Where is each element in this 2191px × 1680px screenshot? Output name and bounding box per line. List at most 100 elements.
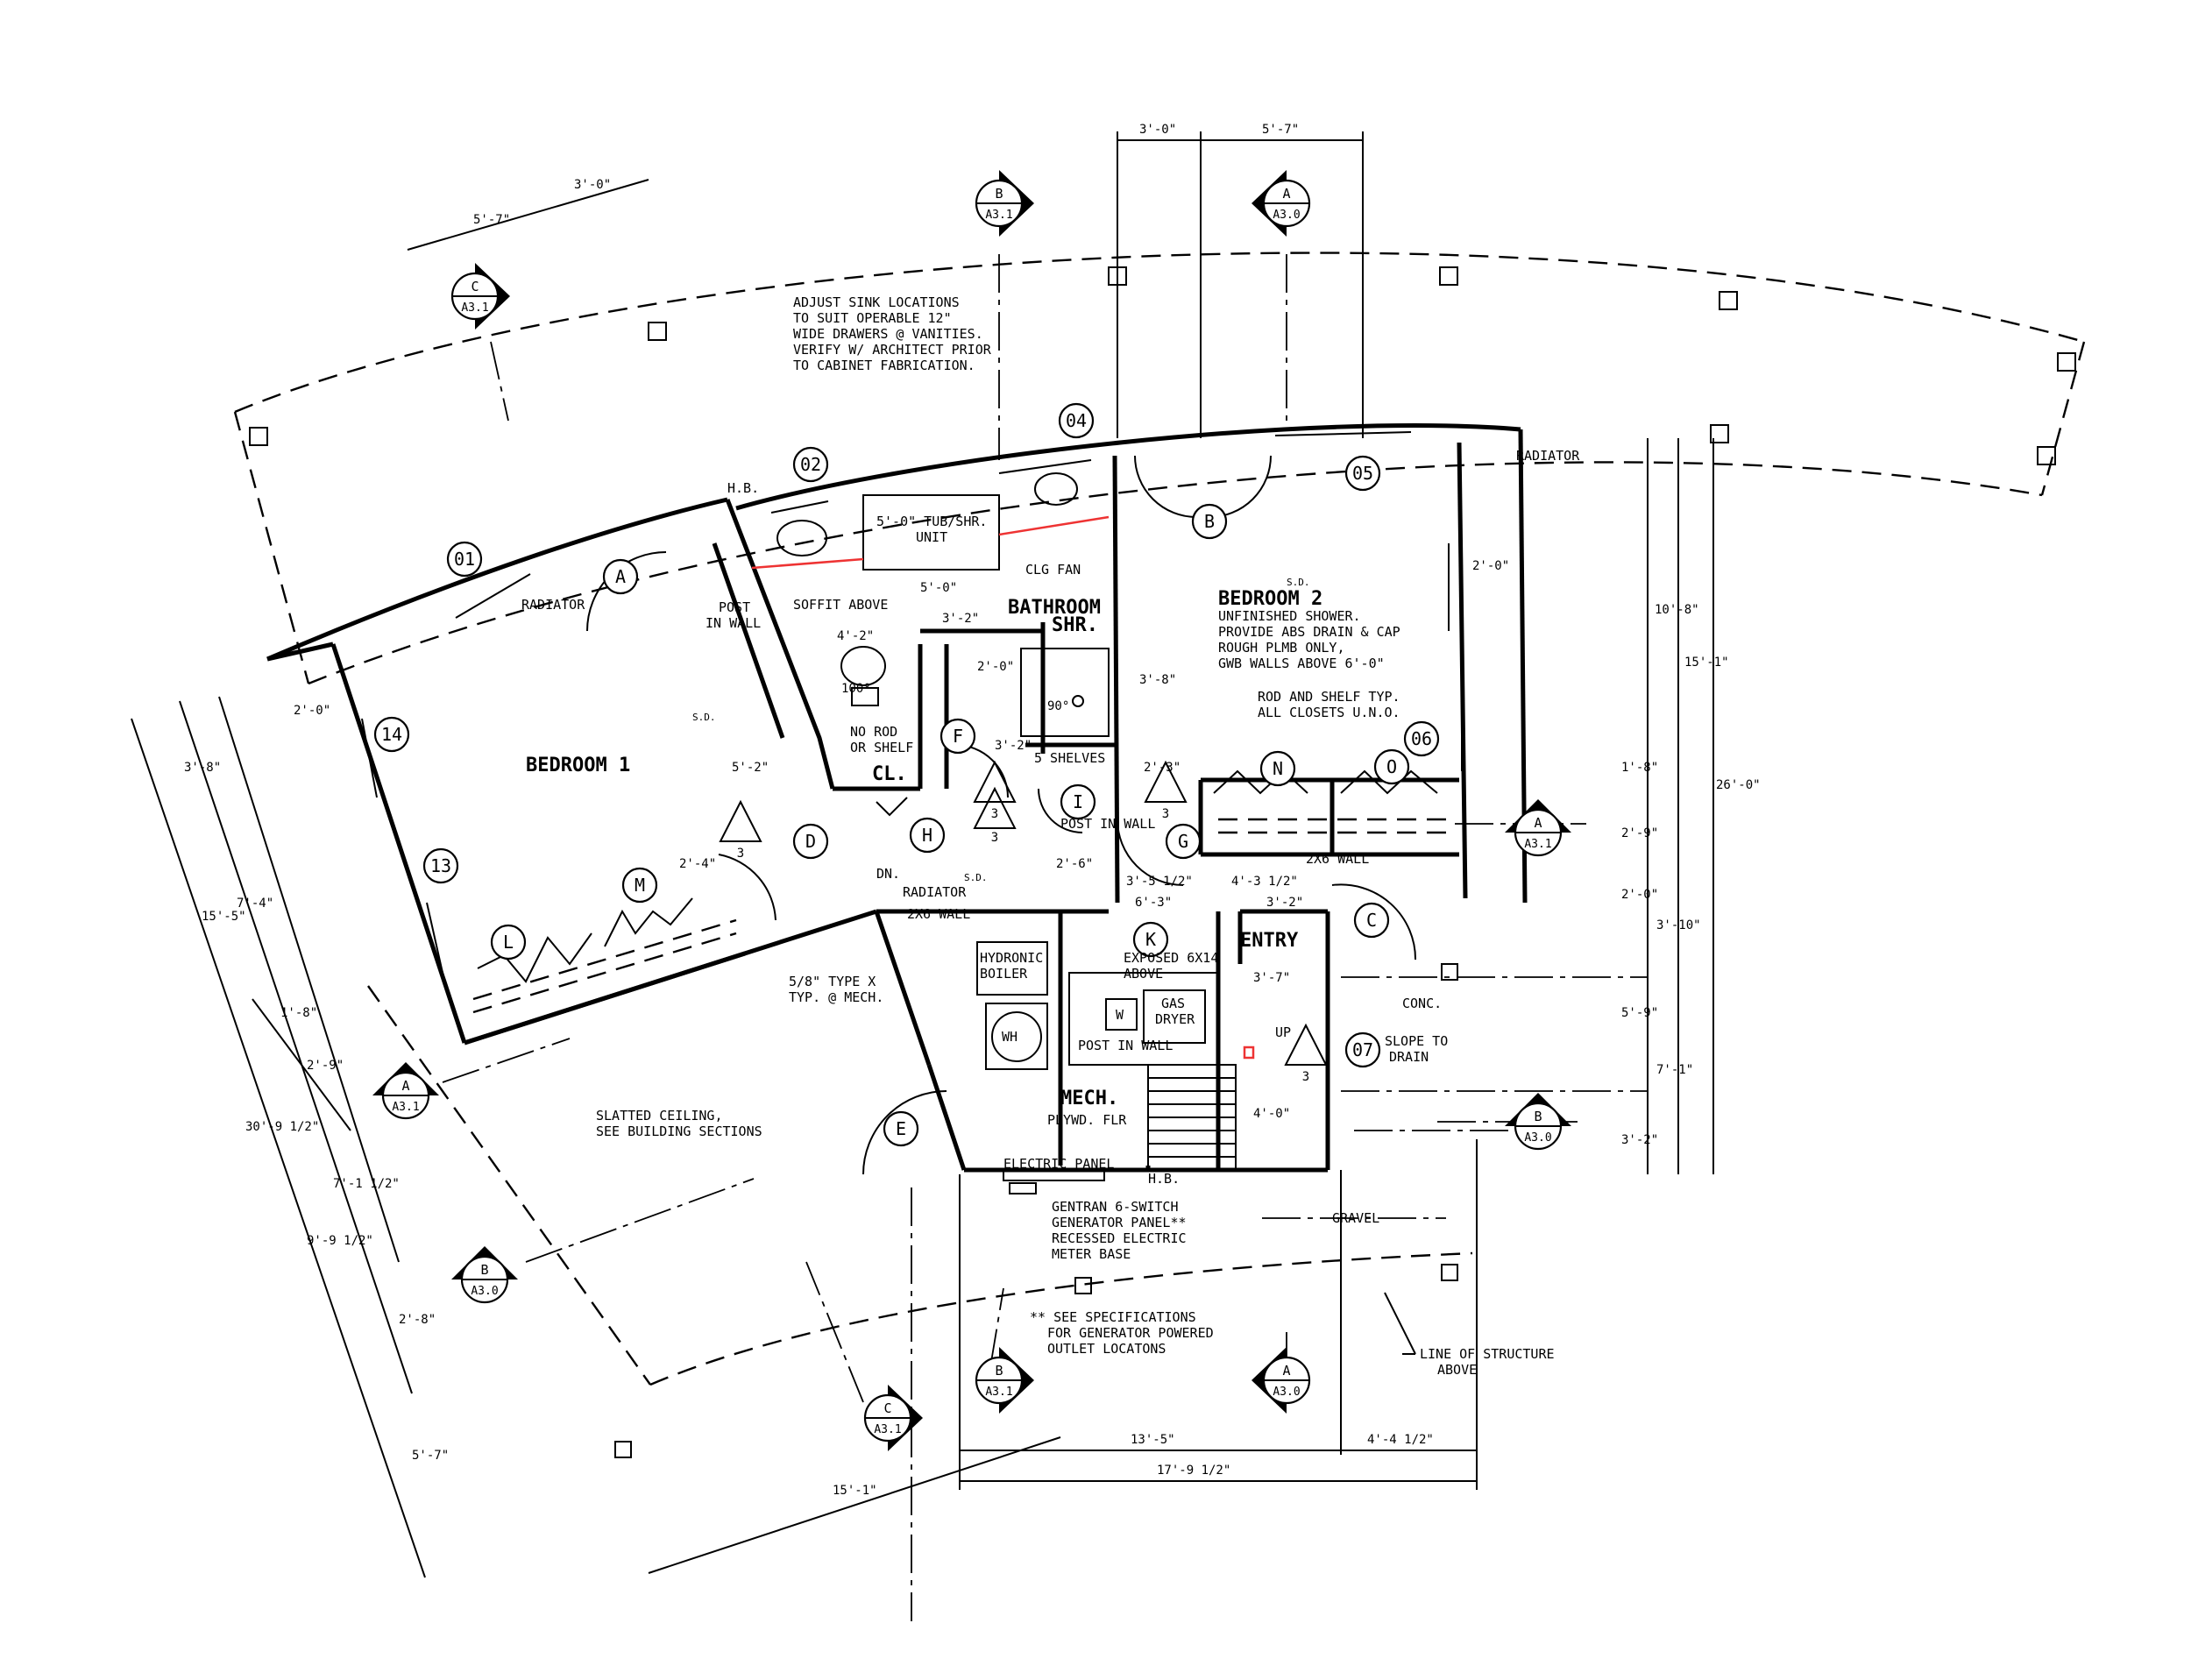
window-tag: 01 [454,549,475,570]
window-tag: 06 [1411,728,1432,749]
note-boiler: HYDRONIC [980,950,1043,966]
note-gravel: GRAVEL [1332,1210,1379,1226]
dim: 3'-2" [1621,1133,1658,1147]
post-square [614,1441,632,1458]
section-letter: B [1534,1109,1542,1124]
note-shower: GWB WALLS ABOVE 6'-0" [1218,656,1385,671]
sink [1034,472,1078,506]
dim: 4'-3 1/2" [1231,875,1298,889]
note-gentran: METER BASE [1052,1246,1131,1262]
angle-90: 90° [1047,699,1069,713]
dim: 3'-7" [1253,971,1290,985]
note-w: W [1116,1007,1124,1023]
notes: ADJUST SINK LOCATIONS TO SUIT OPERABLE 1… [521,294,1580,1378]
dim: 3'-5 1/2" [1126,875,1193,889]
section-sheet: A3.1 [985,1386,1012,1399]
room-label-bedroom1: BEDROOM 1 [526,755,630,776]
note-shower: UNFINISHED SHOWER. [1218,608,1361,624]
door-tag: C [1366,910,1377,931]
section-sheet: A3.0 [1273,209,1300,222]
note-tub: 5'-0" TUB/SHR. [876,514,987,529]
dim: 3'-8" [1139,673,1176,687]
dim: 2'-0" [1621,888,1658,902]
section-letter: A [1282,186,1290,202]
section-sheet: A3.1 [461,301,488,315]
window-tag: 13 [430,855,451,876]
note-no-rod: NO ROD [850,724,897,740]
note-gentran: GENERATOR PANEL** [1052,1215,1187,1230]
note-specs: ** SEE SPECIFICATIONS [1030,1309,1196,1325]
note-specs: OUTLET LOCATONS [1047,1341,1166,1357]
door-tag: G [1178,831,1188,852]
section-marker: A A3.0 [1251,170,1311,237]
section-marker: C A3.1 [450,263,510,330]
window-tag: 07 [1352,1039,1373,1060]
section-letter: A [1534,815,1542,831]
angle-100: 100° [841,682,871,696]
note-sd-2: S.D. [1287,577,1310,588]
dim: 2'-3" [1144,761,1181,775]
note-shower: ROUGH PLMB ONLY, [1218,640,1345,656]
post-square [1074,1277,1092,1294]
door-tag: O [1386,756,1397,777]
shower [1020,648,1110,737]
dim: 2'-8" [399,1313,436,1327]
note-post: POST [719,599,750,615]
section-letter: C [883,1400,891,1416]
note-boiler: BOILER [980,966,1028,982]
dim: 2'-9" [307,1059,344,1073]
section-letter: C [471,279,479,294]
door-tag: H [922,825,932,846]
section-letter: B [995,186,1003,202]
section-marker: A A3.1 [372,1062,439,1120]
dim: 10'-8" [1655,603,1699,617]
post-square [1441,1264,1458,1281]
note-type-x: 5/8" TYPE X [789,974,876,989]
dim: 6'-3" [1135,896,1172,910]
dim: 2'-0" [1472,559,1509,573]
note-gentran: RECESSED ELECTRIC [1052,1230,1187,1246]
dim: 3'-2" [995,739,1032,753]
room-label-mech: MECH. [1060,1088,1118,1109]
dim: 5'-7" [473,213,510,227]
dim: 9'-9 1/2" [307,1234,373,1248]
note-sink: ADJUST SINK LOCATIONS [793,294,960,310]
sink [776,520,827,556]
stair-tag: 3 [991,831,998,845]
section-letter: B [995,1363,1003,1379]
dim: 2'-6" [1056,857,1093,871]
room-label-bathroom: BATHROOM [1008,597,1101,619]
note-line-structure: ABOVE [1437,1362,1477,1378]
dim: 3'-2" [942,612,979,626]
dim: 4'-0" [1253,1107,1290,1121]
dim: 5'-9" [1621,1006,1658,1020]
note-dryer: DRYER [1155,1011,1195,1027]
room-label-entry: ENTRY [1240,930,1299,952]
dim: 3'-8" [184,761,221,775]
note-plywd: PLYWD. FLR [1047,1112,1127,1128]
note-line-structure: LINE OF STRUCTURE [1420,1346,1555,1362]
door-tag: A [615,566,626,587]
post-square [249,427,268,446]
note-clg-fan: CLG FAN [1025,562,1081,578]
note-slope: DRAIN [1389,1049,1429,1065]
note-slope: SLOPE TO [1385,1033,1448,1049]
section-marker: B A3.1 [975,1347,1034,1414]
note-rod-shelf: ROD AND SHELF TYP. [1258,689,1400,705]
section-marker: A A3.1 [1505,799,1571,857]
window-tags: 01 02 04 05 06 07 13 14 [373,402,1440,1068]
post-square [2057,352,2076,372]
dim: 7'-1" [1656,1063,1693,1077]
dim: 2'-4" [679,857,716,871]
note-slatted: SEE BUILDING SECTIONS [596,1124,762,1139]
room-label-bedroom2: BEDROOM 2 [1218,588,1322,610]
dim: 7'-4" [237,897,273,911]
post-square [1719,291,1738,310]
note-tub: UNIT [916,529,947,545]
section-sheet: A3.0 [1524,1131,1551,1145]
section-sheet: A3.1 [985,209,1012,222]
note-sink: TO CABINET FABRICATION. [793,358,975,373]
note-exposed: EXPOSED 6X14 [1124,950,1218,966]
window-tag: 14 [381,724,402,745]
